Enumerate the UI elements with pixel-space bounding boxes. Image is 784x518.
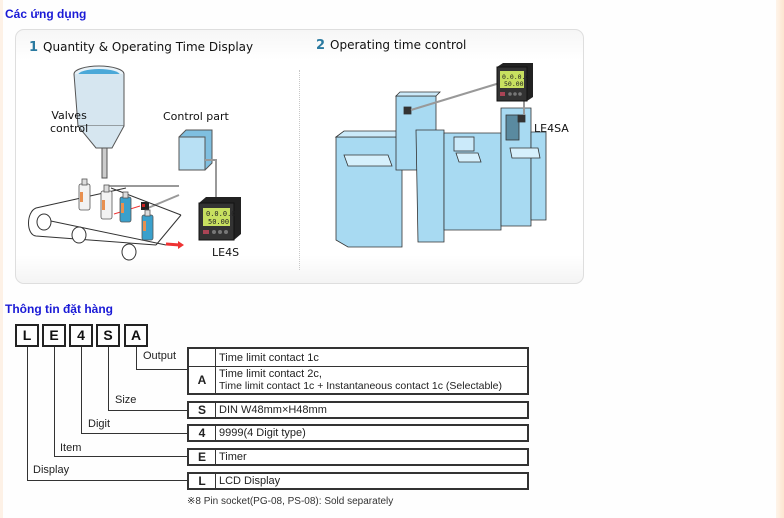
row-desc-line1: Time limit contact 2c, [219,368,322,380]
connector-size [108,347,109,411]
code-letter-size: S [96,324,120,347]
control-part-icon [178,129,213,171]
panel-1-heading: 1 Quantity & Operating Time Display [29,40,253,55]
machinery-illustration: 0.0.0.0 50.00 [334,63,547,248]
category-display: Display [33,464,70,476]
row-code [189,349,216,366]
bottling-line-illustration: 0.0.0.0 50.00 [28,65,241,261]
output-row-default: Time limit contact 1c [189,349,527,366]
connector-item-h [54,456,187,457]
row-desc-line2: Time limit contact 1c + Instantaneous co… [219,380,502,392]
row-code: S [189,403,216,417]
hopper-icon [73,65,125,179]
row-desc: Time limit contact 2c, Time limit contac… [216,367,502,393]
connector-digit-h [81,433,187,434]
valves-label-line1: Valves [51,109,87,122]
size-row: S DIN W48mm×H48mm [187,401,529,419]
code-letter-output: A [124,324,148,347]
control-part-label: Control part [163,110,229,123]
ordering-title: Thông tin đặt hàng [5,302,113,316]
connector-display-h [27,480,187,481]
output-options-table: Time limit contact 1c A Time limit conta… [187,347,529,395]
page-left-edge [0,0,3,518]
panel-divider [299,70,300,270]
panel-1-title: Quantity & Operating Time Display [43,40,254,54]
row-desc: LCD Display [219,475,281,487]
connector-output [136,347,137,370]
category-digit: Digit [88,418,111,430]
applications-panel: 1 Quantity & Operating Time Display 2 Oper… [15,29,584,284]
code-letter-display: L [15,324,39,347]
connector-item [54,347,55,457]
category-item: Item [60,442,82,454]
page-right-edge [776,0,784,518]
connector-size-h [108,410,187,411]
svg-text:0.0.0.0: 0.0.0.0 [206,210,236,218]
direction-arrow-icon [165,242,181,247]
row-desc: DIN W48mm×H48mm [219,404,327,416]
svg-text:50.00: 50.00 [208,218,229,226]
category-size: Size [115,394,137,406]
row-desc: 9999(4 Digit type) [219,427,306,439]
connector-digit [81,347,82,434]
digit-row: 4 9999(4 Digit type) [187,424,529,442]
panel-2-title: Operating time control [330,38,467,52]
row-code: A [189,367,216,393]
category-output: Output [143,350,177,362]
svg-text:0.0.0.0: 0.0.0.0 [502,73,529,81]
output-row-a: A Time limit contact 2c, Time limit cont… [189,366,527,393]
bottle-icons [78,178,154,241]
machine-icons [334,91,547,248]
row-code: E [189,450,216,464]
code-letter-digit: 4 [69,324,93,347]
le4sa-device-icon: 0.0.0.0 50.00 [496,63,533,102]
le4sa-model-label: LE4SA [534,122,569,135]
socket-note: ※8 Pin socket(PG-08, PS-08): Sold separa… [187,496,394,507]
row-code: 4 [189,426,216,440]
le4s-device-icon: 0.0.0.0 50.00 [198,197,241,241]
valves-control-label: Valves control [50,109,88,135]
row-desc: Time limit contact 1c [219,351,319,364]
svg-text:50.00: 50.00 [504,80,524,88]
item-row: E Timer [187,448,529,466]
applications-title: Các ứng dụng [5,7,87,21]
valves-label-line2: control [50,122,89,135]
le4s-model-label: LE4S [212,246,240,259]
row-desc: Timer [219,451,247,463]
display-row: L LCD Display [187,472,529,490]
panel-1-number: 1 [29,40,39,55]
connector-output-h [136,369,187,370]
row-code: L [189,474,216,488]
panel-2-heading: 2 Operating time control [316,38,466,53]
panel-2-number: 2 [316,38,326,53]
connector-display [27,347,28,481]
code-letter-item: E [42,324,66,347]
